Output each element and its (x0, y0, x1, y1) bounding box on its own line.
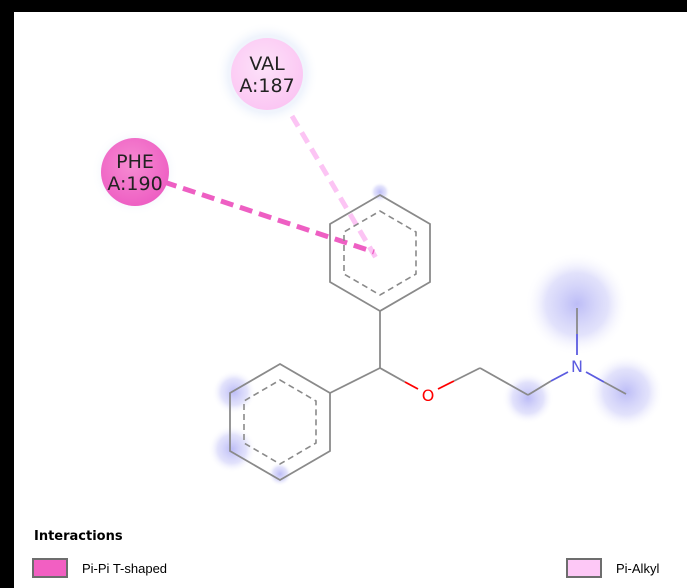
pi-pi-t-shaped-interaction-line (163, 179, 375, 255)
residue-chain-position: A:190 (107, 173, 162, 195)
oxygen-atom-label: O (422, 386, 435, 405)
legend-swatch-pi-alkyl (566, 558, 602, 578)
glow-n-methyl-top (525, 252, 629, 356)
residue-val-187[interactable]: VAL A:187 (231, 38, 303, 110)
residue-name: VAL (249, 53, 285, 75)
glow-ring-lower-top (212, 370, 256, 414)
legend-title: Interactions (34, 529, 123, 544)
upper-phenyl-ring (329, 193, 431, 313)
glow-n-methyl-right (588, 354, 664, 430)
glow-ring-lower-bottom (268, 462, 292, 486)
solvent-accessibility-highlights (208, 182, 664, 486)
legend-label: Pi-Pi T-shaped (82, 560, 168, 576)
glow-ring-lower-left (208, 425, 256, 473)
glow-ch2-near-n (502, 372, 554, 424)
legend-item-pi-pi-t-shaped[interactable]: Pi-Pi T-shaped (32, 557, 167, 579)
pi-alkyl-interaction-line (289, 114, 379, 260)
residue-chain-position: A:187 (239, 75, 294, 97)
legend-label: Pi-Alkyl (616, 560, 660, 576)
legend-item-pi-alkyl[interactable]: Pi-Alkyl (566, 557, 659, 579)
molecule-bonds (329, 308, 627, 396)
interaction-diagram: O N VAL A:187 PHE A:190 (91, 22, 664, 486)
residue-phe-190[interactable]: PHE A:190 (101, 138, 169, 206)
legend-swatch-pi-pi-t-shaped (32, 558, 68, 578)
residue-name: PHE (116, 151, 154, 173)
nitrogen-atom-label: N (571, 357, 583, 376)
